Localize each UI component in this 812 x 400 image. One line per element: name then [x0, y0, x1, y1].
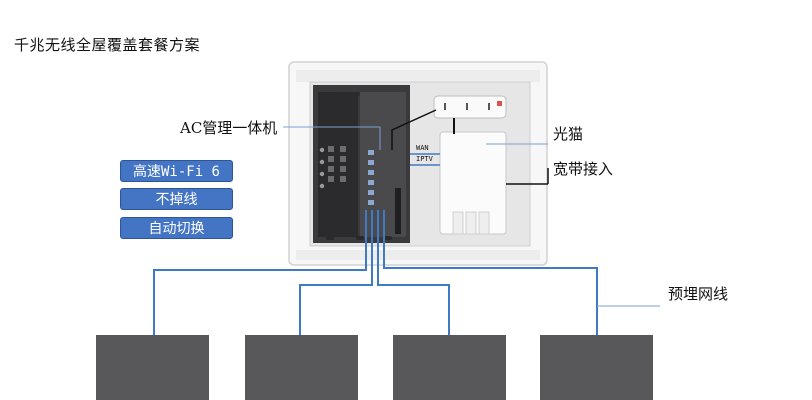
- feature-auto-switch: 自动切换: [120, 217, 233, 239]
- wan-port-label: WAN: [416, 144, 429, 152]
- prewired-cable-label: 预埋网线: [668, 285, 729, 303]
- page-title: 千兆无线全屋覆盖套餐方案: [14, 36, 201, 54]
- broadband-in-label: 宽带接入: [553, 160, 614, 178]
- optical-modem-label: 光猫: [553, 125, 584, 143]
- power-strip: [433, 95, 507, 119]
- iptv-port-label: IPTV: [416, 155, 433, 163]
- cable-runs: [153, 210, 598, 335]
- ap-panel-4: [540, 335, 653, 400]
- feature-no-drop: 不掉线: [120, 188, 233, 210]
- ap-panel-1: [96, 335, 209, 400]
- feature-wifi6: 高速Wi-Fi 6: [120, 160, 233, 182]
- ap-panel-2: [245, 335, 358, 400]
- ap-panel-3: [393, 335, 506, 400]
- ac-controller-label: AC管理一体机: [180, 119, 278, 137]
